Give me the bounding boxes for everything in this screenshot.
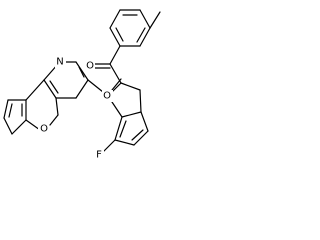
bond <box>43 79 57 99</box>
bond <box>55 97 59 116</box>
bond <box>115 27 124 42</box>
furan-oxygen-atom-label: O <box>103 91 111 102</box>
bond <box>25 79 45 101</box>
bond <box>109 9 121 29</box>
bond <box>120 82 141 91</box>
bond <box>109 27 121 47</box>
bond <box>114 139 135 146</box>
bond <box>121 111 142 118</box>
molecule-structure-diagram: N O O O F <box>0 0 166 173</box>
bond <box>75 61 89 81</box>
bonds <box>3 9 161 155</box>
atom-labels: N O O O F <box>38 56 113 161</box>
bond <box>139 27 151 47</box>
structure-canvas: N O O O F <box>3 9 161 161</box>
bond <box>114 116 123 141</box>
bond <box>139 9 151 29</box>
bond <box>111 78 122 91</box>
bond <box>131 129 144 141</box>
bond <box>133 130 149 146</box>
bond <box>49 114 59 126</box>
bond <box>140 111 149 132</box>
bond <box>75 79 89 99</box>
bond <box>3 99 9 119</box>
ketone-oxygen-atom-label: O <box>86 61 94 72</box>
bond <box>11 119 27 135</box>
bond <box>136 27 146 43</box>
bond <box>109 45 121 65</box>
bond <box>25 119 41 131</box>
bond <box>49 80 59 94</box>
pyran-oxygen-atom-label: O <box>40 124 48 135</box>
bond <box>109 63 122 84</box>
bond <box>78 66 85 78</box>
bond <box>119 120 127 138</box>
bond <box>139 89 142 113</box>
nitrogen-atom-label: N <box>56 57 63 68</box>
fluorine-atom-label: F <box>96 150 102 161</box>
bond <box>3 117 13 135</box>
bond <box>8 103 13 118</box>
bond <box>149 11 161 29</box>
